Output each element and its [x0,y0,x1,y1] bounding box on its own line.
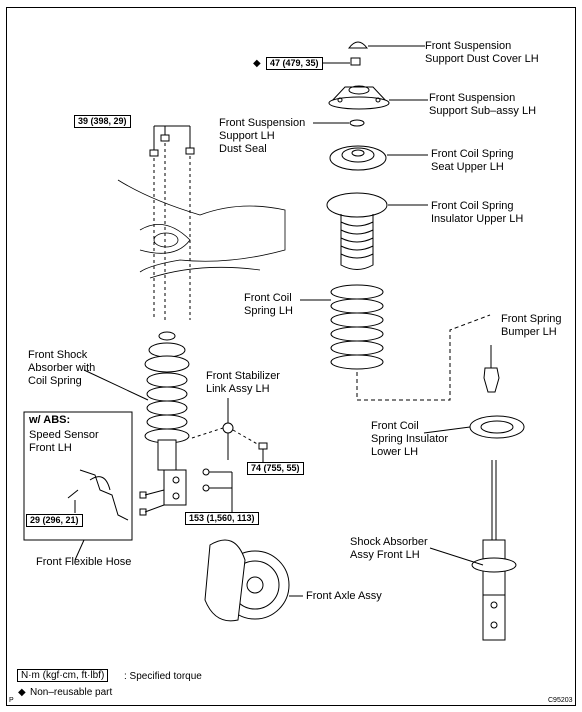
support-drawing [328,85,428,110]
spring-seat-drawing [329,145,428,171]
dust-cover-drawing [347,41,425,49]
legend-torque-unit-box: N·m (kgf·cm, ft·lbf) [17,669,109,682]
torque-box-153: 153 (1,560, 113) [185,512,259,525]
dust-seal-drawing [313,119,365,127]
front-axle-drawing [204,539,303,622]
abs-sensor-drawing [67,469,129,561]
torque-box-39: 39 (398, 29) [74,115,131,128]
label-insulator-lower: Front Coil Spring Insulator Lower LH [371,420,449,458]
abs-inset-box [23,411,133,541]
label-shock-with-spring: Front Shock Absorber with Coil Spring [28,349,96,387]
stabilizer-link-drawing [191,398,268,462]
legend-nonreusable-text: Non–reusable part [30,687,113,698]
torque-box-74: 74 (755, 55) [247,462,304,475]
label-abs-title: w/ ABS: [29,414,71,426]
legend-torque-text: : Specified torque [124,671,202,682]
legend-nonreusable-symbol: ◆ [18,687,26,698]
figure-code: C95203 [548,697,573,704]
body-panel-drawing [117,179,286,279]
assembled-strut-drawing [83,331,190,506]
bolts-153-drawing [139,468,233,516]
shock-absorber-right-drawing [429,460,517,641]
label-spring-seat-upper: Front Coil Spring Seat Upper LH [431,148,514,173]
insulator-upper-drawing [326,192,428,270]
label-shock-absorber-assy: Shock Absorber Assy Front LH [350,536,428,561]
label-speed-sensor: Speed Sensor Front LH [29,429,99,454]
label-flexible-hose: Front Flexible Hose [36,556,132,568]
torque-box-47: 47 (479, 35) [266,57,323,70]
label-dust-cover: Front Suspension Support Dust Cover LH [425,40,539,65]
nonreusable-marker: ◆ [253,58,261,69]
spring-bumper-drawing [483,345,500,393]
insulator-lower-drawing [423,415,525,439]
label-insulator-upper: Front Coil Spring Insulator Upper LH [431,200,524,225]
label-support-sub-assy: Front Suspension Support Sub–assy LH [429,92,537,117]
label-stabilizer-link: Front Stabilizer Link Assy LH [206,370,280,395]
label-spring-bumper: Front Spring Bumper LH [501,313,562,338]
torque-box-29: 29 (296, 21) [26,514,83,527]
coil-spring-drawing [300,284,384,370]
label-dust-seal: Front Suspension Support LH Dust Seal [219,117,306,155]
label-coil-spring: Front Coil Spring LH [244,292,293,317]
nut-47-drawing [321,57,361,66]
diagram-frame [6,7,576,706]
label-axle-assy: Front Axle Assy [306,590,382,602]
corner-letter: P [9,697,14,704]
nuts-39-drawing [149,125,195,320]
